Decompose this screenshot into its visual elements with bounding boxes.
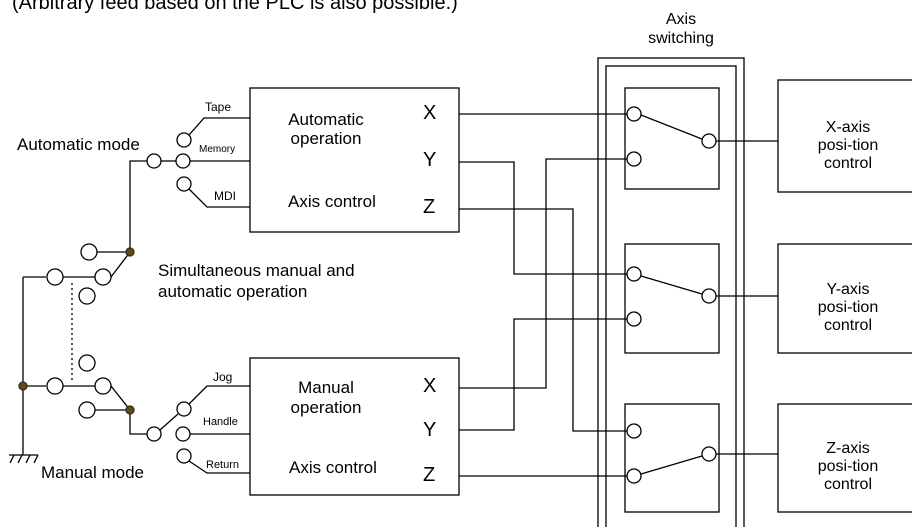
x-axis-position-control-block xyxy=(777,79,912,193)
contact-return xyxy=(176,448,192,464)
switch-z xyxy=(626,423,778,484)
manual-operation-line2: operation xyxy=(290,398,362,417)
automatic-operation-line1: Automatic xyxy=(288,110,364,129)
axis-switching-label-line2: switching xyxy=(648,30,714,47)
contact-simultaneous-lower xyxy=(94,377,112,395)
contact-y-auto xyxy=(626,266,642,282)
blade-y xyxy=(640,275,703,295)
x-axis-control-line3: control xyxy=(823,155,873,172)
contact-x-common xyxy=(701,133,717,149)
contact-x-manual xyxy=(626,151,642,167)
manual-output-y: Y xyxy=(423,419,437,441)
contact-auto-common xyxy=(146,153,162,169)
automatic-input-selector xyxy=(129,117,250,252)
manual-operation-line1: Manual xyxy=(298,378,354,397)
input-label-return: Return xyxy=(206,459,240,471)
contact-handle xyxy=(175,426,191,442)
mode-selector xyxy=(18,243,135,455)
contact-auto-mode xyxy=(80,243,98,261)
axis-switching-label-line1: Axis xyxy=(665,11,697,28)
simultaneous-label-line2: automatic operation xyxy=(158,282,308,301)
manual-axis-control-label: Axis control xyxy=(289,458,377,477)
switch-box-x xyxy=(624,87,720,190)
input-label-jog: Jog xyxy=(213,370,233,384)
simultaneous-label-line1: Simultaneous manual and xyxy=(158,261,355,280)
contact-tape xyxy=(176,132,192,148)
contact-manual-common xyxy=(146,426,162,442)
contact-manual-mode xyxy=(78,401,96,419)
z-axis-position-control-block xyxy=(777,403,912,513)
blade-manual-input xyxy=(159,413,179,431)
contact-x-auto xyxy=(626,106,642,122)
automatic-operation-block xyxy=(249,87,460,233)
manual-output-z: Z xyxy=(423,464,436,486)
contact-z-auto xyxy=(626,423,642,439)
z-axis-control-line1: Z-axis xyxy=(826,440,870,457)
manual-output-x: X xyxy=(423,375,437,397)
contact-z-manual xyxy=(626,468,642,484)
ground-symbol xyxy=(9,454,39,464)
axis-switching-outer-frame xyxy=(597,57,745,527)
y-axis-control-line2: posi-tion xyxy=(817,299,879,316)
header-note: (Arbitrary feed based on the PLC is also… xyxy=(12,0,458,14)
input-label-handle: Handle xyxy=(203,416,238,428)
contact-lower-common xyxy=(46,377,64,395)
junction-auto xyxy=(125,247,135,257)
manual-input-selector xyxy=(129,385,250,474)
contact-z-common xyxy=(701,446,717,462)
contact-lower-spare xyxy=(78,354,96,372)
input-label-memory: Memory xyxy=(199,144,236,155)
x-axis-control-line1: X-axis xyxy=(825,119,871,136)
input-label-mdi: MDI xyxy=(214,189,236,203)
y-axis-control-line1: Y-axis xyxy=(826,281,870,298)
automatic-mode-label: Automatic mode xyxy=(17,135,140,154)
manual-mode-label: Manual mode xyxy=(41,463,145,482)
automatic-output-x: X xyxy=(423,102,437,124)
automatic-output-y: Y xyxy=(423,149,437,171)
axis-switching-inner-frame xyxy=(605,65,737,527)
contact-simultaneous-upper xyxy=(94,268,112,286)
input-label-tape: Tape xyxy=(205,100,232,114)
x-axis-control-line2: posi-tion xyxy=(817,137,879,154)
switch-box-y xyxy=(624,243,720,354)
z-axis-control-line2: posi-tion xyxy=(817,458,879,475)
manual-operation-block xyxy=(249,357,460,496)
y-axis-position-control-block xyxy=(777,243,912,354)
blade-x xyxy=(640,114,703,140)
automatic-output-z: Z xyxy=(423,196,436,218)
contact-upper-spare xyxy=(78,287,96,305)
switch-box-z xyxy=(624,403,720,513)
output-wiring xyxy=(459,113,634,477)
z-axis-control-line3: control xyxy=(823,476,873,493)
junction-manual xyxy=(125,405,135,415)
contact-y-common xyxy=(701,288,717,304)
switch-x xyxy=(626,106,778,167)
contact-memory xyxy=(175,153,191,169)
automatic-axis-control-label: Axis control xyxy=(288,192,376,211)
automatic-operation-line2: operation xyxy=(290,129,362,148)
y-axis-control-line3: control xyxy=(823,317,873,334)
contact-upper-common xyxy=(46,268,64,286)
junction-ground xyxy=(18,381,28,391)
contact-y-manual xyxy=(626,311,642,327)
switch-y xyxy=(626,266,778,327)
blade-z xyxy=(640,455,703,475)
contact-mdi xyxy=(176,176,192,192)
contact-jog xyxy=(176,401,192,417)
